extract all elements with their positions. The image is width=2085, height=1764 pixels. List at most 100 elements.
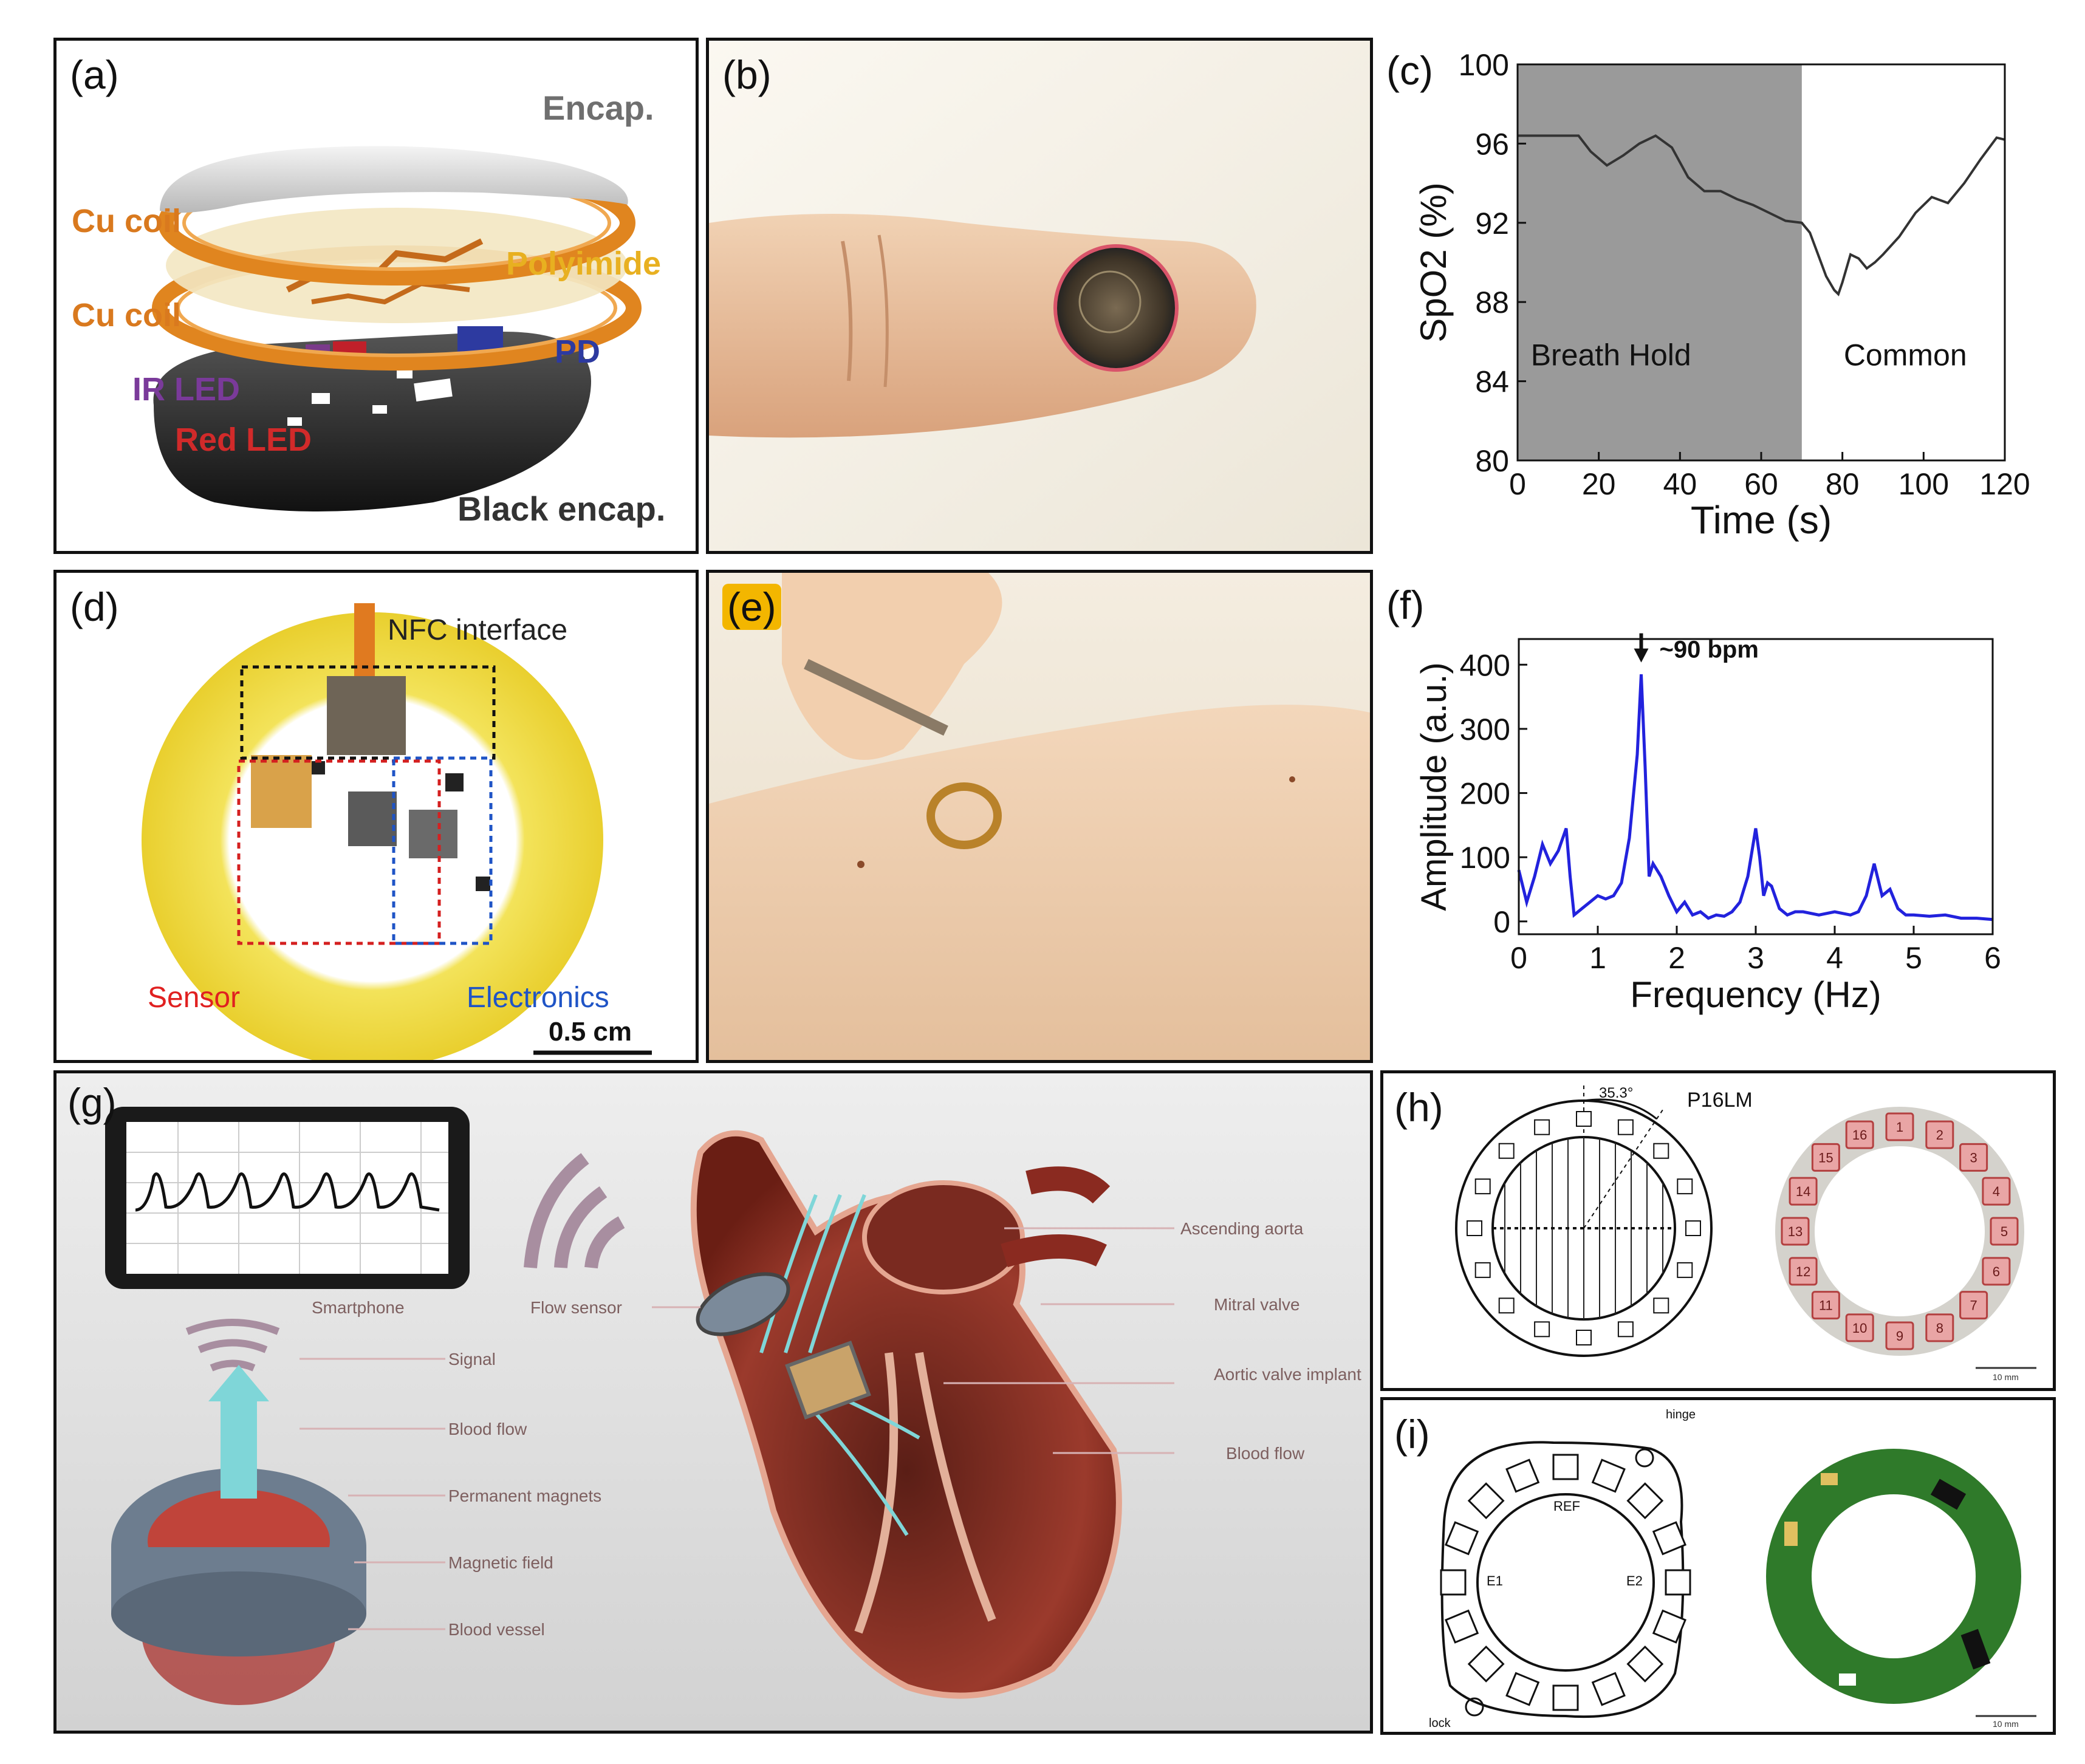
label-black-encap: Black encap. <box>457 490 665 528</box>
panel-i-label: (i) <box>1394 1412 1430 1457</box>
electronics-box <box>392 756 493 945</box>
annotation-peak: ~90 bpm <box>1660 637 1759 663</box>
photo-electrode-pad <box>1959 1291 1988 1320</box>
label-blood-flow-right: Blood flow <box>1226 1444 1305 1463</box>
label-mitral-valve: Mitral valve <box>1214 1295 1300 1314</box>
y-tick-label-2: 88 <box>1475 285 1509 320</box>
nfc-chip <box>327 676 406 755</box>
panel-d: NFC interface Sensor Electronics 0.5 cm … <box>53 570 699 1063</box>
x-tick-label-0: 0 <box>1509 467 1526 501</box>
photo-electrode-pad <box>1959 1143 1988 1172</box>
heart-illustration <box>690 1130 1122 1699</box>
signal-icon <box>185 1319 280 1372</box>
e1-label: E1 <box>1487 1573 1503 1588</box>
x-tick-label-4: 80 <box>1826 467 1860 501</box>
x-tick-label-3: 60 <box>1744 467 1778 501</box>
shaded-region <box>1518 64 1802 460</box>
electrode-pad <box>1685 1220 1701 1236</box>
panel-c-label: (c) <box>1386 48 1433 93</box>
y-tick-label-3: 300 <box>1460 713 1510 747</box>
label-encap: Encap. <box>543 89 654 127</box>
photo-electrode-pad <box>1982 1257 2011 1286</box>
electrode-number: 10 <box>1852 1321 1867 1336</box>
panel-b: (b) <box>706 38 1373 554</box>
series-line-0 <box>1518 134 2005 296</box>
e2-label: E2 <box>1626 1573 1643 1588</box>
electrode-pad <box>1467 1645 1505 1683</box>
nail-device <box>1053 244 1179 372</box>
label-aortic-valve-implant: Aortic valve implant <box>1214 1365 1361 1384</box>
electrode-number: 2 <box>1936 1127 1943 1143</box>
panel-e-photo <box>709 573 1370 1060</box>
electrode-pad <box>1505 1458 1540 1493</box>
y-tick-label-1: 100 <box>1460 841 1510 875</box>
electrode-pad <box>1617 1119 1634 1135</box>
panel-g: Smartphone Flow sensor Signal Blood flow… <box>53 1070 1373 1734</box>
photo-electrode-pad <box>1885 1112 1914 1141</box>
electrode-pad <box>1576 1111 1592 1127</box>
electrode-number: 13 <box>1788 1224 1803 1239</box>
panel-d-photo: NFC interface Sensor Electronics 0.5 cm <box>142 603 652 1060</box>
y-tick-label-4: 96 <box>1475 127 1509 161</box>
electrode-number: 7 <box>1970 1298 1977 1313</box>
label-ascending-aorta: Ascending aorta <box>1180 1219 1304 1238</box>
y-tick-label-0: 80 <box>1475 444 1509 478</box>
panel-g-label: (g) <box>67 1080 117 1125</box>
label-flow-sensor: Flow sensor <box>530 1298 622 1317</box>
h-scale-label: 10 mm <box>1993 1372 2019 1382</box>
electrode-pad <box>1444 1521 1479 1556</box>
photo-electrode-pad <box>1789 1257 1818 1286</box>
photo-electrode-pad <box>1925 1313 1954 1342</box>
panel-d-label: (d) <box>70 584 119 629</box>
nfc-box <box>240 665 496 760</box>
electrode-number: 5 <box>2001 1224 2008 1239</box>
electrode-pad <box>1653 1297 1669 1314</box>
lock-label: lock <box>1429 1717 1451 1730</box>
electrode-pad <box>1467 1220 1482 1236</box>
label-nfc: NFC interface <box>388 614 567 646</box>
schematic-inner-ring <box>1476 1493 1655 1672</box>
electrode-pad <box>1626 1482 1664 1520</box>
label-cu-coil-2: Cu coil <box>72 297 181 333</box>
y-tick-label-2: 200 <box>1460 777 1510 811</box>
photo-electrode-pad <box>1925 1120 1954 1149</box>
panel-g-illustration: Smartphone Flow sensor Signal Blood flow… <box>56 1073 1370 1731</box>
panel-a-label: (a) <box>70 52 119 97</box>
label-smartphone: Smartphone <box>312 1298 405 1317</box>
label-cu-coil-1: Cu coil <box>72 203 181 239</box>
label-magnetic-field: Magnetic field <box>448 1553 553 1572</box>
photo-electrode-pad <box>1885 1321 1914 1350</box>
electrode-pad <box>1626 1645 1664 1683</box>
hand <box>782 573 1002 760</box>
electrode-pad <box>1576 1330 1592 1345</box>
label-red-led: Red LED <box>175 422 312 458</box>
photo-electrode-pad <box>1845 1313 1874 1342</box>
series-line-0 <box>1517 674 1993 921</box>
encap-layer <box>160 146 628 213</box>
electrode-pad <box>1591 1458 1626 1493</box>
x-tick-label-1: 1 <box>1589 941 1606 975</box>
x-tick-label-6: 120 <box>1979 467 2030 501</box>
annotation-breath-hold: Breath Hold <box>1531 338 1691 372</box>
y-tick-label-5: 100 <box>1459 48 1509 82</box>
smartphone <box>105 1107 470 1289</box>
electrode-number: 6 <box>1993 1264 2000 1279</box>
electrode-number: 14 <box>1796 1184 1810 1199</box>
label-sensor: Sensor <box>148 982 240 1014</box>
electrode-pad <box>1534 1119 1550 1135</box>
electrode-pad <box>1474 1178 1491 1195</box>
x-tick-label-5: 5 <box>1905 941 1922 975</box>
electrode-pad <box>1440 1569 1467 1596</box>
label-permanent-magnets: Permanent magnets <box>448 1486 601 1505</box>
valve-implant <box>785 1341 871 1420</box>
photo-electrode-pad <box>1982 1177 2011 1206</box>
x-tick-label-6: 6 <box>1984 941 2001 975</box>
y-axis-label: SpO2 (%) <box>1413 182 1454 342</box>
y-tick-label-3: 92 <box>1475 207 1509 241</box>
electrode-number: 11 <box>1819 1298 1833 1313</box>
